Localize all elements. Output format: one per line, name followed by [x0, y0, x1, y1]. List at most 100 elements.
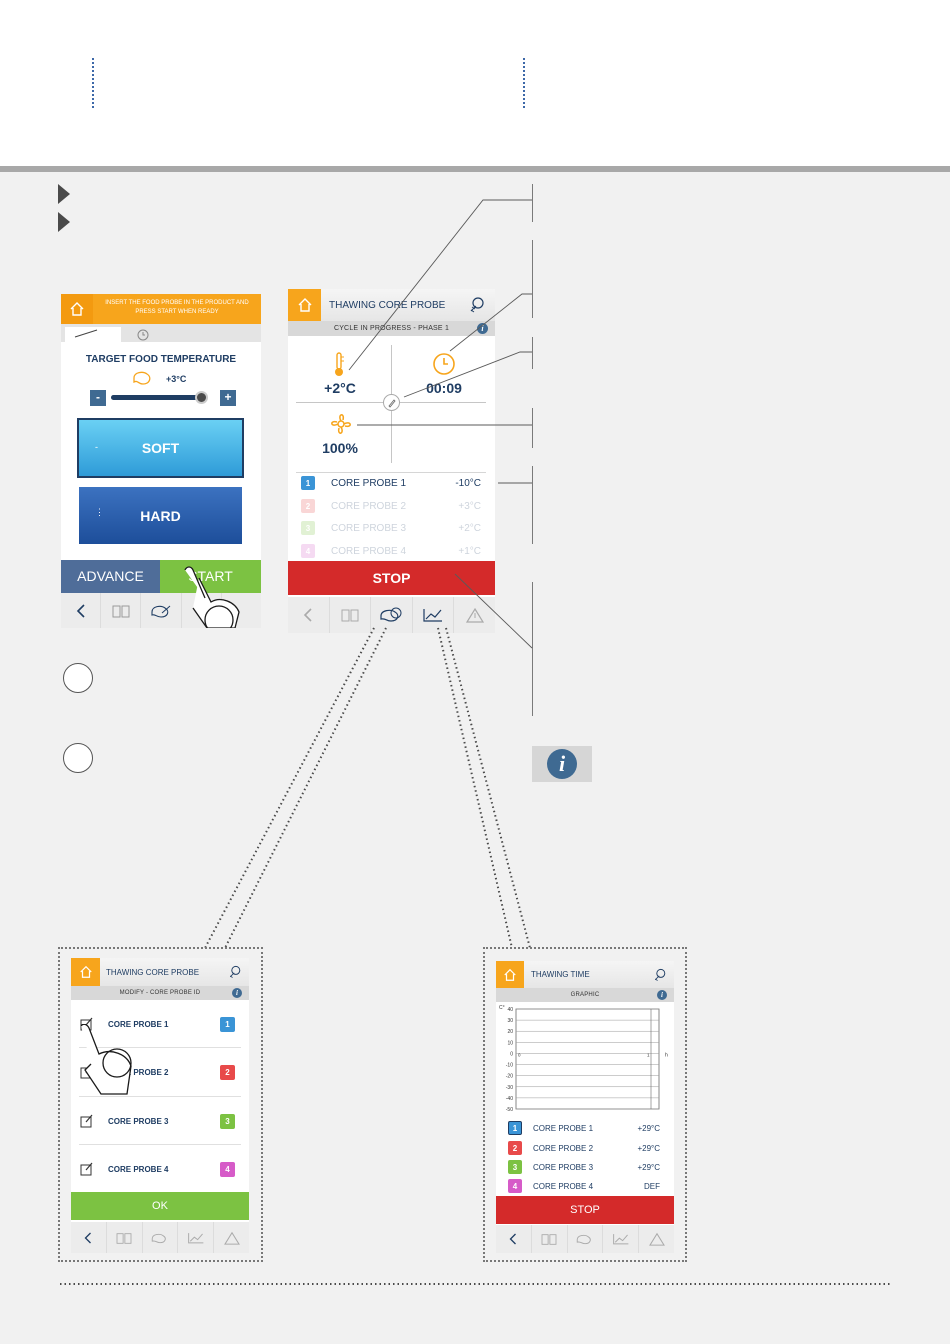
probe-label: CORE PROBE 3 [533, 1162, 594, 1172]
nav-alarms[interactable] [454, 597, 495, 633]
hand-pointer-icon [80, 1024, 132, 1095]
slider-knob[interactable] [195, 391, 209, 404]
info-icon[interactable]: i [232, 988, 242, 998]
hard-button[interactable]: ⋮ HARD [79, 487, 242, 544]
status-bar: GRAPHIC [496, 988, 674, 1002]
chamber-temp: +2°C [324, 380, 356, 396]
fan-speed: 100% [322, 440, 358, 456]
nav-alarms[interactable] [639, 1225, 674, 1253]
stop-button[interactable]: STOP [496, 1196, 674, 1224]
callout-bar [532, 240, 533, 318]
edit-button[interactable] [383, 394, 400, 411]
probe-badge: 3 [508, 1160, 522, 1174]
clock-icon [137, 329, 149, 340]
temp-slider[interactable] [111, 391, 209, 404]
ok-button[interactable]: OK [71, 1192, 249, 1220]
probe-id-row[interactable]: CORE PROBE 4 4 [80, 1161, 235, 1177]
nav-graph[interactable] [603, 1225, 640, 1253]
screen-probe-setup: INSERT THE FOOD PROBE IN THE PRODUCT AND… [61, 294, 261, 628]
screen-title: THAWING CORE PROBE [106, 967, 200, 977]
home-button[interactable] [61, 294, 93, 324]
probe-id-row[interactable]: CORE PROBE 2 2 [80, 1064, 235, 1080]
probe-label: CORE PROBE 1 [108, 1019, 169, 1029]
probe-id-row[interactable]: CORE PROBE 3 3 [80, 1113, 235, 1129]
callout-bar [532, 582, 533, 716]
screen-modify-probe-id: THAWING CORE PROBE MODIFY - CORE PROBE I… [71, 958, 249, 1253]
nav-recipes[interactable] [107, 1222, 143, 1253]
probe-value: -10°C [455, 477, 481, 489]
probe-row: 2 CORE PROBE 2 +29°C [508, 1141, 660, 1155]
food-probe-icon [151, 1233, 166, 1243]
tab-time[interactable] [125, 327, 161, 342]
home-button[interactable] [496, 961, 524, 988]
nav-recipes[interactable] [101, 593, 142, 628]
info-icon[interactable]: i [477, 323, 488, 334]
nav-recipes[interactable] [330, 597, 372, 633]
nav-alarms[interactable] [214, 1222, 249, 1253]
nav-back[interactable] [496, 1225, 532, 1253]
home-icon [298, 298, 311, 312]
food-probe-icon [380, 607, 402, 622]
stop-button[interactable]: STOP [288, 561, 495, 595]
detail-frame-graph [483, 947, 687, 1262]
probe-label: CORE PROBE 3 [108, 1116, 169, 1126]
nav-back[interactable] [61, 593, 102, 628]
status-bar: MODIFY - CORE PROBE ID [71, 986, 249, 1000]
screen-c-header: THAWING CORE PROBE [71, 958, 249, 986]
nav-graph[interactable] [413, 597, 455, 633]
nav-back[interactable] [288, 597, 330, 633]
y-tick-label: -40 [506, 1096, 513, 1102]
nav-probe[interactable] [371, 597, 413, 633]
book-icon [341, 609, 359, 622]
callout-bar [532, 337, 533, 369]
bullet-arrow [58, 184, 70, 204]
info-icon: i [547, 749, 577, 779]
warning-icon [648, 1232, 665, 1246]
probe-badge: 3 [220, 1113, 235, 1129]
probe-id-row[interactable]: CORE PROBE 1 1 [80, 1016, 235, 1032]
edit-icon [80, 1114, 93, 1128]
probe-badge: 2 [508, 1141, 522, 1155]
minus-button[interactable]: - [90, 390, 106, 406]
probe-label: CORE PROBE 3 [331, 522, 407, 534]
callout-bar [532, 466, 533, 544]
plus-button[interactable]: + [220, 390, 236, 406]
screen-a-header: INSERT THE FOOD PROBE IN THE PRODUCT AND… [61, 294, 261, 324]
screen-d-navbar [496, 1225, 674, 1253]
probe-label: CORE PROBE 2 [533, 1143, 594, 1153]
soft-button[interactable]: - SOFT [77, 418, 244, 478]
food-probe-icon [151, 605, 171, 618]
nav-back[interactable] [71, 1222, 107, 1253]
probe-label: CORE PROBE 4 [533, 1181, 594, 1191]
probe-value: DEF [644, 1181, 660, 1191]
home-button[interactable] [71, 958, 100, 986]
y-tick-label: 30 [507, 1018, 513, 1024]
probe-badge: 1 [220, 1016, 235, 1032]
thaw-icon [654, 968, 666, 981]
home-button[interactable] [288, 289, 321, 321]
nav-probe[interactable] [141, 593, 182, 628]
target-title: TARGET FOOD TEMPERATURE [85, 354, 237, 365]
y-tick-label: 10 [507, 1040, 513, 1046]
hand-pointer-icon [184, 566, 240, 628]
probe-badge: 1 [301, 476, 315, 490]
screen-b-navbar [288, 597, 495, 633]
probe-value: +29°C [637, 1123, 660, 1133]
x-tick-label: 0 [518, 1052, 521, 1057]
tab-probe[interactable] [65, 327, 121, 342]
nav-graph[interactable] [178, 1222, 215, 1253]
y-axis-label: C° [499, 1005, 505, 1011]
nav-probe[interactable] [568, 1225, 604, 1253]
probe-row: 4 CORE PROBE 4 +1°C [301, 544, 481, 558]
page-header-band [0, 0, 950, 168]
probe-badge: 2 [301, 499, 315, 513]
info-icon[interactable]: i [657, 990, 667, 1000]
advance-button[interactable]: ADVANCE [61, 560, 160, 593]
nav-probe[interactable] [143, 1222, 179, 1253]
nav-recipes[interactable] [532, 1225, 568, 1253]
screen-d-header: THAWING TIME [496, 961, 674, 988]
y-tick-label: -10 [506, 1063, 513, 1069]
fan-icon [331, 414, 351, 434]
warning-icon [223, 1231, 240, 1245]
probe-row: 3 CORE PROBE 3 +29°C [508, 1160, 660, 1174]
